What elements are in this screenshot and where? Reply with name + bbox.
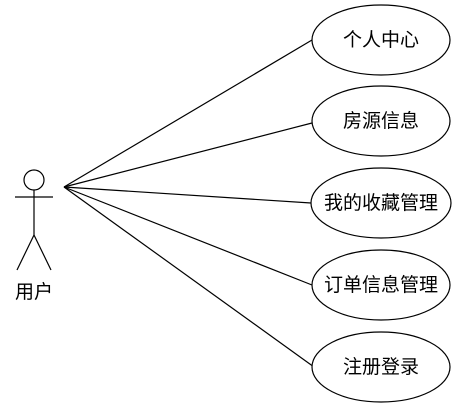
actor-left-leg [16, 234, 35, 271]
associations [63, 39, 315, 368]
association-line [63, 39, 313, 188]
use-case-5: 注册登录 [311, 331, 451, 403]
use-case-ellipse [311, 85, 451, 157]
use-case-ellipse [311, 249, 451, 321]
use-case-3: 我的收藏管理 [310, 167, 452, 239]
use-case-label: 个人中心 [343, 29, 419, 51]
actor-head [23, 169, 45, 191]
use-case-ellipse [311, 4, 451, 76]
actor-right-leg [33, 234, 52, 271]
use-case-4: 订单信息管理 [311, 249, 451, 321]
use-case-label: 我的收藏管理 [324, 192, 438, 214]
use-case-2: 房源信息 [311, 85, 451, 157]
actor-user: 用户 [15, 169, 53, 303]
association-line [63, 186, 313, 286]
use-case-label: 注册登录 [343, 356, 419, 378]
use-case-1: 个人中心 [311, 4, 451, 76]
association-line [63, 186, 312, 204]
use-case-label: 订单信息管理 [324, 274, 438, 296]
association-line [63, 122, 313, 188]
association-line [63, 186, 315, 368]
use-case-ellipse [310, 167, 452, 239]
use-case-ellipse [311, 331, 451, 403]
use-case-label: 房源信息 [343, 110, 419, 132]
actor-label: 用户 [15, 281, 53, 303]
